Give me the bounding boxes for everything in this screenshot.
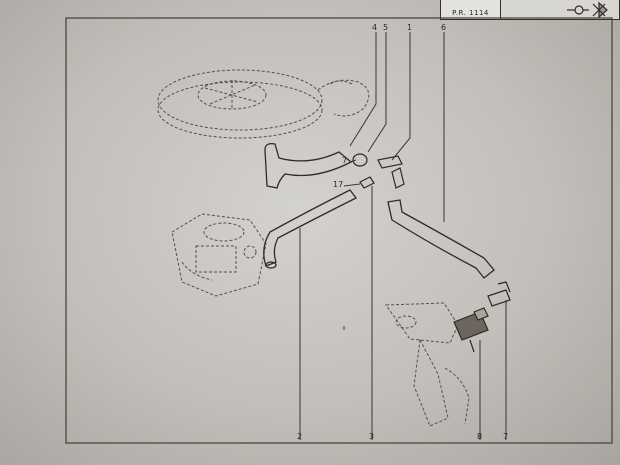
callout-7-bottom: 7 [503, 432, 509, 441]
union-1-fitting [377, 155, 405, 189]
callout-8: 8 [477, 432, 483, 441]
header-tab: P.R. 1114 [440, 0, 620, 20]
callout-2: 2 [297, 432, 303, 441]
tee-7-fitting [487, 281, 511, 307]
clip-7-fitting [352, 153, 368, 167]
air-filter-housing [157, 69, 370, 139]
tools-icon [592, 1, 608, 19]
valve-icon [567, 5, 589, 15]
pump-8-unit [453, 307, 489, 353]
callout-1: 1 [407, 23, 413, 32]
callout-17-side: 17 [333, 180, 344, 189]
pump-bracket-outline [385, 302, 470, 427]
plate-code: P.R. 1114 [440, 0, 501, 20]
carburettor-outline [171, 213, 267, 297]
pictogram-box [501, 0, 620, 20]
callout-5: 5 [383, 23, 389, 32]
callout-7-side: 7 [342, 156, 348, 165]
hose-2-carb [263, 189, 357, 269]
hose-6-lower [387, 199, 495, 279]
leader-lines [299, 32, 507, 440]
callout-4: 4 [372, 23, 378, 32]
callout-3: 3 [369, 432, 375, 441]
drawing-frame [65, 17, 613, 444]
sleeve-17-fitting [359, 176, 375, 189]
callout-6: 6 [441, 23, 447, 32]
